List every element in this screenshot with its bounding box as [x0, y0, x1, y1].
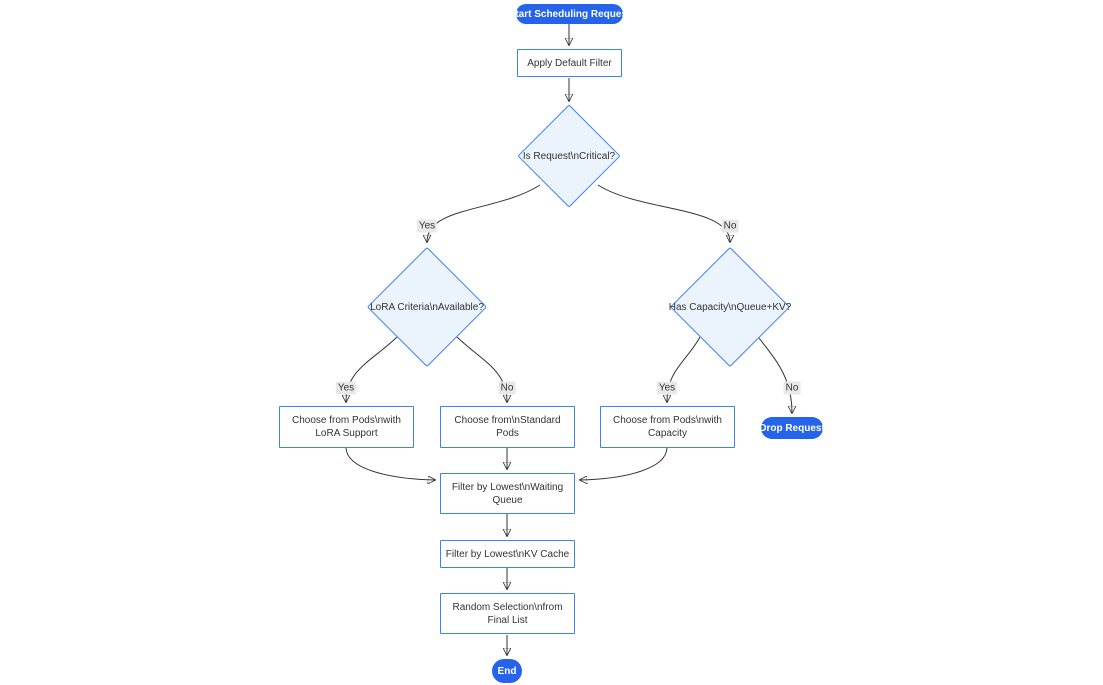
- drop-request-label: Drop Request: [759, 422, 825, 434]
- lora-criteria-available-label: LoRA Criteria\nAvailable?: [370, 301, 484, 313]
- random-selection-node: Random Selection\nfrom Final List: [440, 593, 575, 634]
- start-node-label: Start Scheduling Request: [508, 8, 631, 20]
- filter-kv-cache-label: Filter by Lowest\nKV Cache: [445, 548, 570, 560]
- filter-waiting-label-line1: Filter by Lowest\nWaiting: [451, 481, 564, 493]
- lora-criteria-available-decision: LoRA Criteria\nAvailable?: [366, 246, 488, 368]
- random-selection-label-line1: Random Selection\nfrom: [452, 601, 563, 613]
- choose-pods-capacity-label-line2: Capacity: [648, 428, 687, 439]
- choose-standard-pods-label-line1: Choose from\nStandard: [454, 415, 561, 426]
- edge-choose-capacity-pods-to-filter-waiting: [580, 447, 668, 480]
- edge-label-capacity-yes: Yes: [656, 381, 678, 395]
- edge-capacity-no-to-drop-request: [758, 337, 792, 413]
- drop-request-node: Drop Request: [759, 417, 825, 439]
- filter-waiting-label-line2: Queue: [492, 494, 523, 506]
- start-node: Start Scheduling Request: [509, 4, 630, 24]
- choose-pods-capacity-label-line1: Choose from Pods\nwith: [613, 415, 722, 426]
- choose-pods-lora-node: Choose from Pods\nwith LoRA Support: [279, 406, 414, 448]
- end-node: End: [492, 659, 522, 683]
- choose-pods-lora-label-line2: LoRA Support: [315, 428, 378, 439]
- choose-pods-lora-label-line1: Choose from Pods\nwith: [292, 415, 401, 426]
- has-capacity-queue-kv-label: Has Capacity\nQueue+KV?: [668, 301, 792, 313]
- random-selection-label-line2: Final List: [487, 614, 528, 626]
- has-capacity-queue-kv-decision: Has Capacity\nQueue+KV?: [668, 246, 792, 368]
- edge-choose-lora-pods-to-filter-waiting: [345, 447, 435, 480]
- is-request-critical-label: Is Request\nCritical?: [522, 150, 616, 162]
- choose-standard-pods-node: Choose from\nStandard Pods: [440, 406, 575, 448]
- end-node-label: End: [497, 665, 517, 677]
- is-request-critical-decision: Is Request\nCritical?: [517, 104, 621, 208]
- apply-default-filter-label: Apply Default Filter: [527, 57, 612, 69]
- choose-standard-pods-label-line2: Pods: [496, 428, 519, 439]
- choose-pods-capacity-node: Choose from Pods\nwith Capacity: [600, 406, 735, 448]
- edge-label-capacity-no: No: [783, 381, 801, 395]
- edge-label-critical-no: No: [721, 219, 739, 233]
- edge-label-lora-no: No: [498, 381, 516, 395]
- edge-label-critical-yes: Yes: [416, 219, 438, 233]
- filter-lowest-waiting-queue-node: Filter by Lowest\nWaiting Queue: [440, 473, 575, 514]
- apply-default-filter-node: Apply Default Filter: [517, 49, 622, 77]
- edge-label-lora-yes: Yes: [335, 381, 357, 395]
- filter-lowest-kv-cache-node: Filter by Lowest\nKV Cache: [440, 540, 575, 568]
